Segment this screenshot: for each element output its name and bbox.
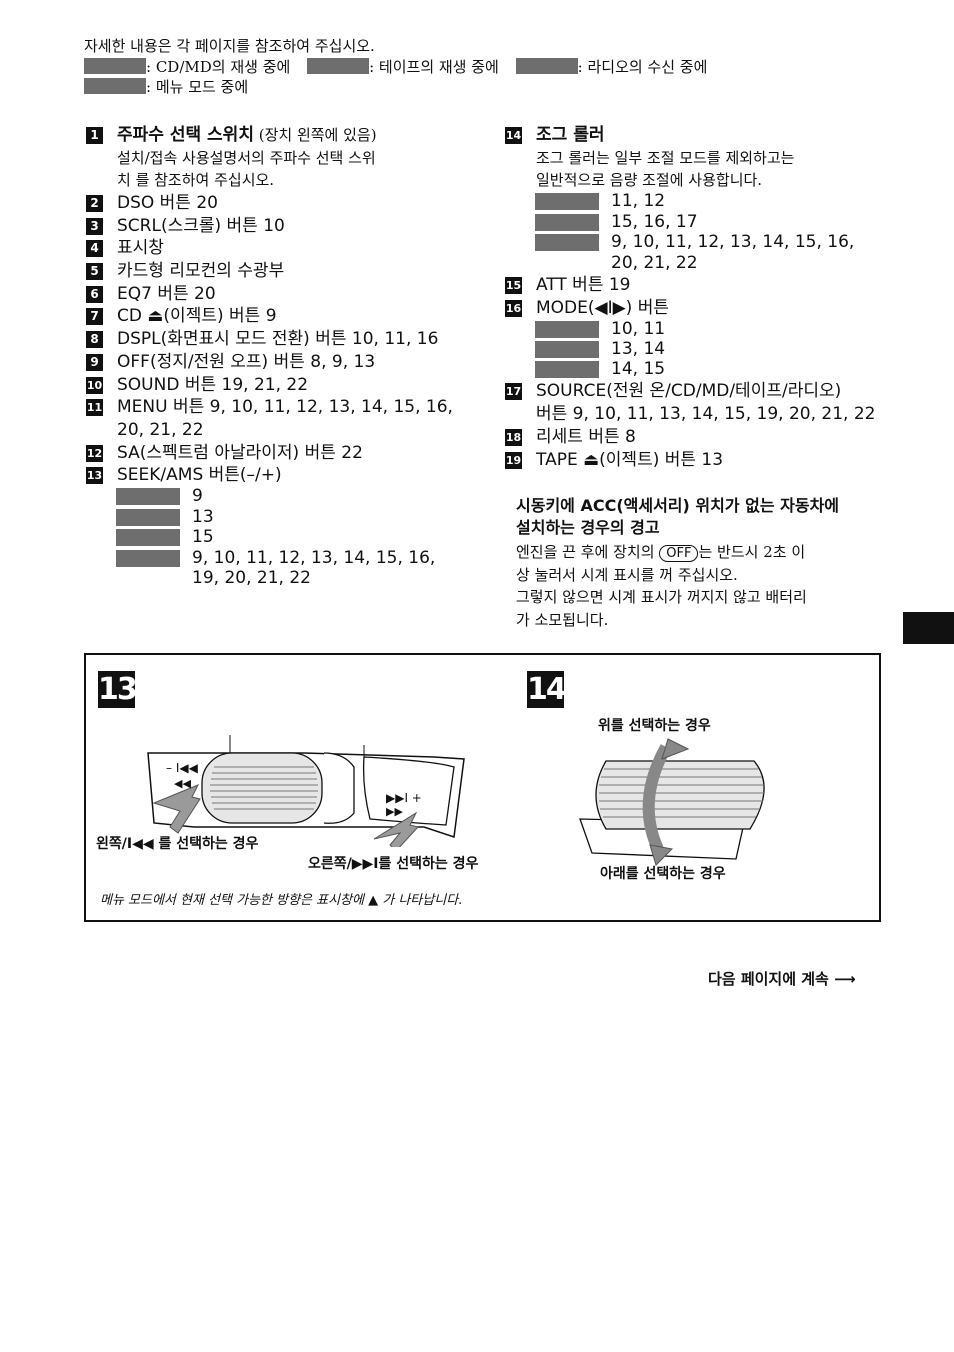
item-label: EQ7 버튼 20 [117,284,216,304]
item-label: OFF(정지/전원 오프) 버튼 8, 9, 13 [117,352,376,372]
item-label: ATT 버튼 19 [536,275,631,295]
section-tab-marker [903,612,954,644]
item-number: 1 [86,127,103,144]
item-label: CD ⏏(이젝트) 버튼 9 [117,306,277,326]
item-number: 18 [505,429,522,446]
item-14-desc-2: 일반적으로 음량 조절에 사용합니다. [536,171,763,189]
item-number: 4 [86,240,103,257]
caption-seek-left: 왼쪽/I◀◀ 를 선택하는 경우 [96,836,259,852]
mode-box [535,214,599,231]
mode-box [116,529,180,546]
item-label: DSO 버튼 20 [117,193,218,213]
mode-box [116,509,180,526]
mode-box [535,341,599,358]
item-label: DSPL(화면표시 모드 전환) 버튼 10, 11, 16 [117,329,439,349]
seek-plus-label-2: ▶▶ [386,805,403,818]
item-number: 6 [86,286,103,303]
item-17-cont: 버튼 9, 10, 11, 13, 14, 15, 19, 20, 21, 22 [536,404,876,424]
legend-box-menu [84,78,146,94]
warning-body-3: 그렇지 않으면 시계 표시가 꺼지지 않고 배터리 [516,588,807,606]
seek-plus-label: ▶▶I + [386,791,422,805]
item-label: SOUND 버튼 19, 21, 22 [117,375,309,395]
mode-box [116,550,180,567]
item-14-desc-1: 조그 롤러는 일부 조절 모드를 제외하고는 [536,149,795,167]
legend-row-1: : CD/MD의 재생 중에 : 테이프의 재생 중에 : 라디오의 수신 중에 [84,57,707,77]
item-number: 2 [86,195,103,212]
item-label: SCRL(스크롤) 버튼 10 [117,216,285,236]
item-number: 15 [505,277,522,294]
item-number: 7 [86,308,103,325]
legend-box-radio [515,58,578,74]
caption-jog-up: 위를 선택하는 경우 [598,718,711,734]
item-number: 11 [86,399,103,416]
item-number: 12 [86,445,103,462]
item-label: 표시창 [117,238,164,258]
caption-seek-right: 오른쪽/▶▶I를 선택하는 경우 [308,856,479,872]
item-number: 8 [86,331,103,348]
item-label: SEEK/AMS 버튼(–/+) [117,465,282,485]
legend-tape: : 테이프의 재생 중에 [369,58,499,76]
off-button-icon: OFF [659,545,699,562]
caption-jog-down: 아래를 선택하는 경우 [600,866,726,882]
figure-number-14: 14 [527,671,567,708]
item-11-cont: 20, 21, 22 [117,420,204,440]
legend-cd: : CD/MD의 재생 중에 [146,58,291,76]
item-number: 5 [86,263,103,280]
item-label: SA(스펙트럼 아날라이저) 버튼 22 [117,443,363,463]
continue-next-page: 다음 페이지에 계속 ⟶ [708,970,856,988]
mode-box [535,361,599,378]
item-number: 3 [86,218,103,235]
jog-roller-illustration [579,738,765,866]
mode-box [116,488,180,505]
item-number: 17 [505,383,522,400]
warning-title-1: 시동키에 ACC(액세서리) 위치가 없는 자동차에 [516,496,840,515]
warning-body-4: 가 소모됩니다. [516,611,609,629]
item-number: 19 [505,452,522,469]
mode-box [535,321,599,338]
item-number: 9 [86,354,103,371]
legend-box-cd [84,58,146,74]
mode-box [535,193,599,210]
warning-body-2: 상 눌러서 시계 표시를 꺼 주십시오. [516,566,738,584]
seek-ams-illustration [147,735,465,847]
figure-number-13: 13 [98,671,138,708]
item-label: SOURCE(전원 온/CD/MD/테이프/라디오) [536,381,842,401]
item-label: 리세트 버튼 8 [536,427,636,447]
legend-menu: : 메뉴 모드 중에 [146,78,249,96]
item-label: MODE(◀I▶) 버튼 [536,298,669,318]
item-number: 14 [505,127,522,144]
item-label: MENU 버튼 9, 10, 11, 12, 13, 14, 15, 16, [117,397,453,417]
legend-row-2: : 메뉴 모드 중에 [84,77,248,97]
seek-minus-label-2: ◀◀ [174,777,191,790]
warning-title-2: 설치하는 경우의 경고 [516,518,660,537]
item-title: 주파수 선택 스위치 [117,125,254,145]
item-1-desc-2: 치 를 참조하여 주십시오. [117,171,275,189]
intro-text: 자세한 내용은 각 페이지를 참조하여 주십시오. [84,37,375,55]
seek-minus-label: – I◀◀ [166,761,198,775]
figure-box: 13 14 – I◀◀ ◀◀ ▶▶I + ▶▶ 왼쪽/I◀◀ 를 선택하는 경우… [84,653,881,922]
figure-note: 메뉴 모드에서 현재 선택 가능한 방향은 표시창에 ▲ 가 나타납니다. [100,893,463,908]
item-number: 10 [86,377,103,394]
item-label: 카드형 리모컨의 수광부 [117,261,285,281]
item-number: 16 [505,300,522,317]
item-suffix: (장치 왼쪽에 있음) [253,126,377,144]
mode-box [535,234,599,251]
item-label: TAPE ⏏(이젝트) 버튼 13 [536,450,724,470]
item-number: 13 [86,467,103,484]
item-1-desc-1: 설치/접속 사용설명서의 주파수 선택 스위 [117,149,376,167]
legend-box-tape [307,58,370,74]
legend-radio: : 라디오의 수신 중에 [577,58,708,76]
item-title: 조그 롤러 [536,125,605,145]
